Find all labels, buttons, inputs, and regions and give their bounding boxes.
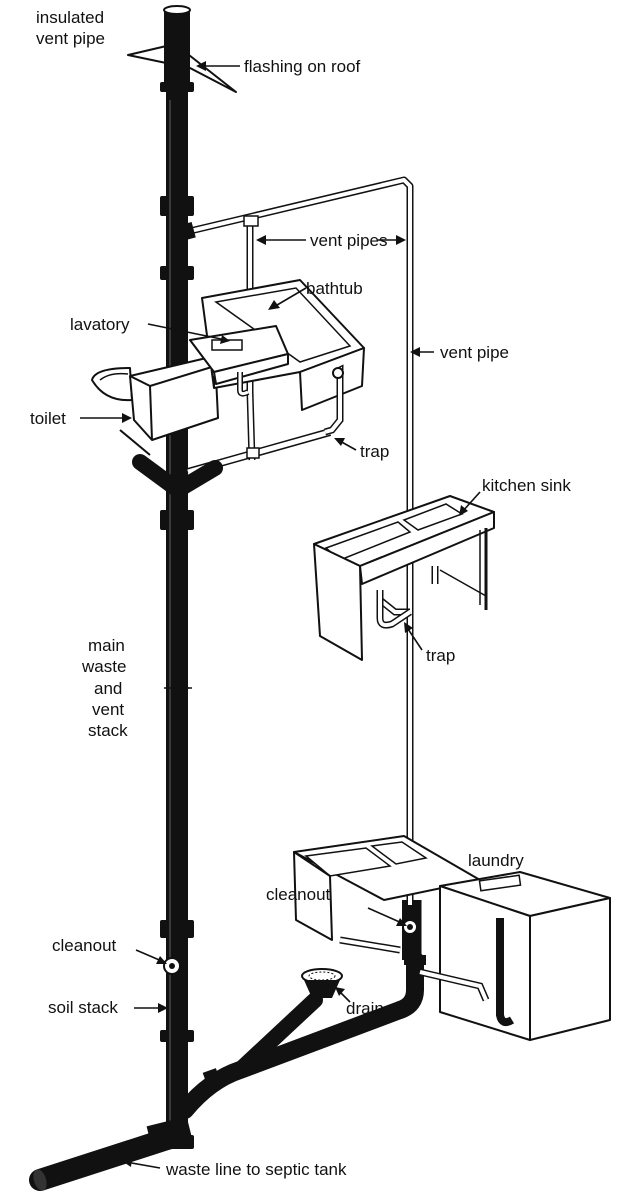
label-drain: drain	[346, 999, 384, 1018]
label-toilet: toilet	[30, 409, 66, 428]
label-trap-lower: trap	[426, 646, 455, 665]
label-laundry: laundry	[468, 851, 524, 870]
label-vent-pipe-top: vent pipe	[36, 29, 105, 48]
label-vent-pipe: vent pipe	[440, 343, 509, 362]
label-and: and	[94, 679, 122, 698]
waste-line	[29, 951, 426, 1191]
label-cleanout-right: cleanout	[266, 885, 331, 904]
label-kitchen-sink: kitchen sink	[482, 476, 571, 495]
label-flashing-on-roof: flashing on roof	[244, 57, 361, 76]
label-trap-upper: trap	[360, 442, 389, 461]
cleanout-left	[163, 957, 181, 975]
cleanout-right	[402, 900, 420, 960]
laundry-tub	[293, 835, 481, 1000]
label-waste: waste	[81, 657, 126, 676]
stack-fittings	[132, 221, 223, 500]
label-waste-line: waste line to septic tank	[165, 1160, 347, 1179]
label-lavatory: lavatory	[70, 315, 130, 334]
washing-machine	[419, 871, 611, 1041]
label-insulated: insulated	[36, 8, 104, 27]
main-stack	[160, 5, 194, 1149]
label-bathtub: bathtub	[306, 279, 363, 298]
label-main: main	[88, 636, 125, 655]
label-vent-pipes: vent pipes	[310, 231, 388, 250]
label-stack: stack	[88, 721, 128, 740]
labels: insulated vent pipe flashing on roof ven…	[30, 8, 571, 1179]
label-cleanout-left: cleanout	[52, 936, 117, 955]
toilet	[91, 355, 219, 456]
roof-flashing	[127, 40, 237, 93]
label-soil-stack: soil stack	[48, 998, 118, 1017]
kitchen-sink	[313, 495, 495, 661]
label-arrows	[80, 61, 481, 1169]
label-vent: vent	[92, 700, 124, 719]
floor-drain	[301, 968, 343, 998]
